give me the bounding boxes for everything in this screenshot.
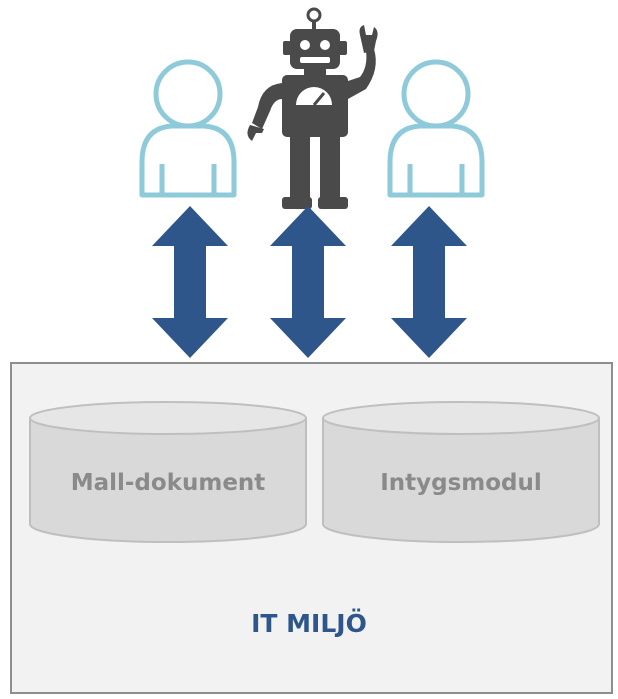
- database-cylinder: [321, 400, 601, 546]
- double-arrow-icon: [268, 206, 348, 358]
- robot-icon: [242, 5, 387, 213]
- database-label: Intygsmodul: [380, 470, 542, 496]
- double-arrow-icon: [150, 206, 230, 358]
- database-label: Mall-dokument: [70, 470, 266, 496]
- database-cylinder: [28, 400, 308, 546]
- person-icon: [382, 52, 490, 202]
- double-arrow-icon: [389, 206, 469, 358]
- person-icon: [134, 52, 242, 202]
- environment-label: IT MILJÖ: [251, 609, 367, 638]
